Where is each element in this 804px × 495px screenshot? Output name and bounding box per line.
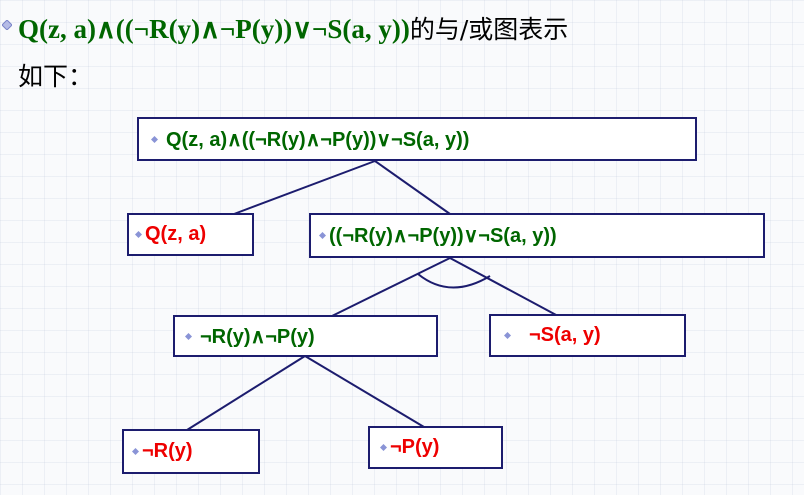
node-neg-s: ¬S(a, y) [489,314,686,357]
title-caption-line2: 如下： [18,62,94,91]
node-right-child: ((¬R(y)∧¬P(y))∨¬S(a, y)) [309,213,765,258]
node-neg-r-label: ¬R(y) [142,440,193,462]
edge-right-and [331,257,451,317]
edge-right-negs [449,257,559,317]
diamond-bullet-icon [380,444,387,451]
diamond-bullet-icon [2,20,12,30]
diamond-bullet-icon [132,448,139,455]
diamond-bullet-icon [504,332,511,339]
node-root-label: Q(z, a)∧((¬R(y)∧¬P(y))∨¬S(a, y)) [166,128,470,151]
node-right-child-label: ((¬R(y)∧¬P(y))∨¬S(a, y)) [329,225,557,247]
title-caption: 的与/或图表示 [409,15,569,44]
title-formula: Q(z, a)∧((¬R(y)∧¬P(y))∨¬S(a, y)) [18,14,410,44]
node-and: ¬R(y)∧¬P(y) [173,315,438,357]
and-arc [417,273,491,289]
node-left-child: Q(z, a) [127,213,254,256]
node-neg-s-label: ¬S(a, y) [529,324,601,346]
edge-root-right [374,160,451,215]
edge-root-left [233,160,376,215]
diamond-bullet-icon [135,231,142,238]
edge-and-negr [186,355,306,431]
node-neg-p: ¬P(y) [368,426,503,469]
slide-title: Q(z, a)∧((¬R(y)∧¬P(y))∨¬S(a, y))的与/或图表示 … [18,6,798,100]
diamond-bullet-icon [185,332,192,340]
node-root: Q(z, a)∧((¬R(y)∧¬P(y))∨¬S(a, y)) [137,117,697,161]
node-neg-r: ¬R(y) [122,429,260,474]
node-left-child-label: Q(z, a) [145,223,207,245]
diamond-bullet-icon [319,232,326,239]
node-neg-p-label: ¬P(y) [390,436,440,458]
edge-and-negp [304,355,425,428]
node-and-label: ¬R(y)∧¬P(y) [200,325,315,348]
diamond-bullet-icon [151,135,158,143]
